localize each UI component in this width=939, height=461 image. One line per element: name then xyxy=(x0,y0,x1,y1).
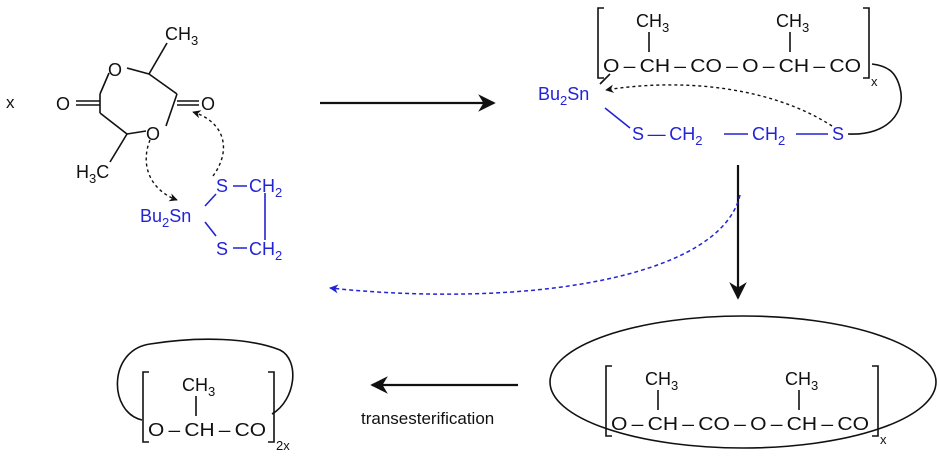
bracket-left-bottom xyxy=(605,365,612,437)
methyl-bottom-bond xyxy=(109,133,128,163)
intermediate-bu2sn-label: Bu2Sn xyxy=(538,84,589,108)
repeat-subscript-x-bottom: x xyxy=(880,432,887,447)
backbiting-arrow xyxy=(605,84,833,127)
lactide-ring-bonds xyxy=(99,67,178,135)
methyl-top-bond xyxy=(148,42,168,75)
catalyst-ch2-top: CH2 xyxy=(249,176,282,200)
small-ring-loop xyxy=(116,338,294,421)
catalyst-bu2sn-label: Bu2Sn xyxy=(140,206,191,230)
methyl-top-label: CH3 xyxy=(165,24,198,48)
sn-o-bond xyxy=(599,73,611,85)
bracket-left xyxy=(597,7,604,79)
ring-oxygen-bottom: O xyxy=(146,124,160,144)
ring-intermediate: CH3 CH3 O – CH – CO – O – CH – CO x Bu2S… xyxy=(538,7,902,148)
lactide-molecule: x O O O O CH3 H3C xyxy=(6,24,215,186)
carbonyl-oxygen-right: O xyxy=(201,94,215,114)
catalyst-ch2-bottom: CH2 xyxy=(249,239,282,263)
repeat-unit-text: O – CH – CO – O – CH – CO xyxy=(603,56,861,76)
catalyst-ring-bonds xyxy=(204,185,266,249)
catalyst-regeneration-arrow xyxy=(329,194,741,295)
carbonyl-oxygen-left: O xyxy=(56,94,70,114)
bracket-left-small xyxy=(142,371,149,443)
bracket-right xyxy=(863,7,870,79)
pendant-methyl-1: CH3 xyxy=(636,11,669,35)
pendant-methyl-4: CH3 xyxy=(785,369,818,393)
pendant-methyl-3: CH3 xyxy=(645,369,678,393)
repeat-unit-text-bottom: O – CH – CO – O – CH – CO xyxy=(611,414,869,434)
cyclic-product-2x: CH3 O – CH – CO 2x xyxy=(116,338,294,453)
macrocycle-loop xyxy=(549,315,937,449)
bracket-right-bottom xyxy=(872,365,879,437)
attack-arrow-s-to-carbonyl xyxy=(192,110,225,177)
pendant-methyl-5: CH3 xyxy=(182,375,215,399)
repeat-subscript-2x: 2x xyxy=(276,438,290,453)
transesterification-label: transesterification xyxy=(361,409,494,428)
ring-oxygen-top: O xyxy=(108,60,122,80)
repeat-subscript-x: x xyxy=(871,74,878,89)
bracket-right-small xyxy=(268,371,275,443)
stoich-x-label: x xyxy=(6,93,15,112)
attack-arrow-o-to-sn xyxy=(145,139,178,202)
chain-ch2-2: CH2 xyxy=(752,124,785,148)
sn-s-bond xyxy=(604,107,631,129)
chain-closure-loop xyxy=(847,63,902,135)
stannolane-catalyst: Bu2Sn S S CH2 CH2 xyxy=(140,176,282,263)
carbonyl-right-bond xyxy=(177,100,199,106)
chain-terminal-s: S xyxy=(832,124,844,144)
chain-s-ch2-1: S — CH2 xyxy=(632,124,702,148)
carbonyl-left-bond xyxy=(76,100,100,106)
catalyst-sulfur-bottom: S xyxy=(216,239,228,259)
catalyst-sulfur-top: S xyxy=(216,176,228,196)
cyclic-oligomer: CH3 CH3 O – CH – CO – O – CH – CO x xyxy=(549,315,937,449)
methyl-bottom-label: H3C xyxy=(76,162,109,186)
single-unit-text: O – CH – CO xyxy=(148,420,266,440)
pendant-methyl-2: CH3 xyxy=(776,11,809,35)
